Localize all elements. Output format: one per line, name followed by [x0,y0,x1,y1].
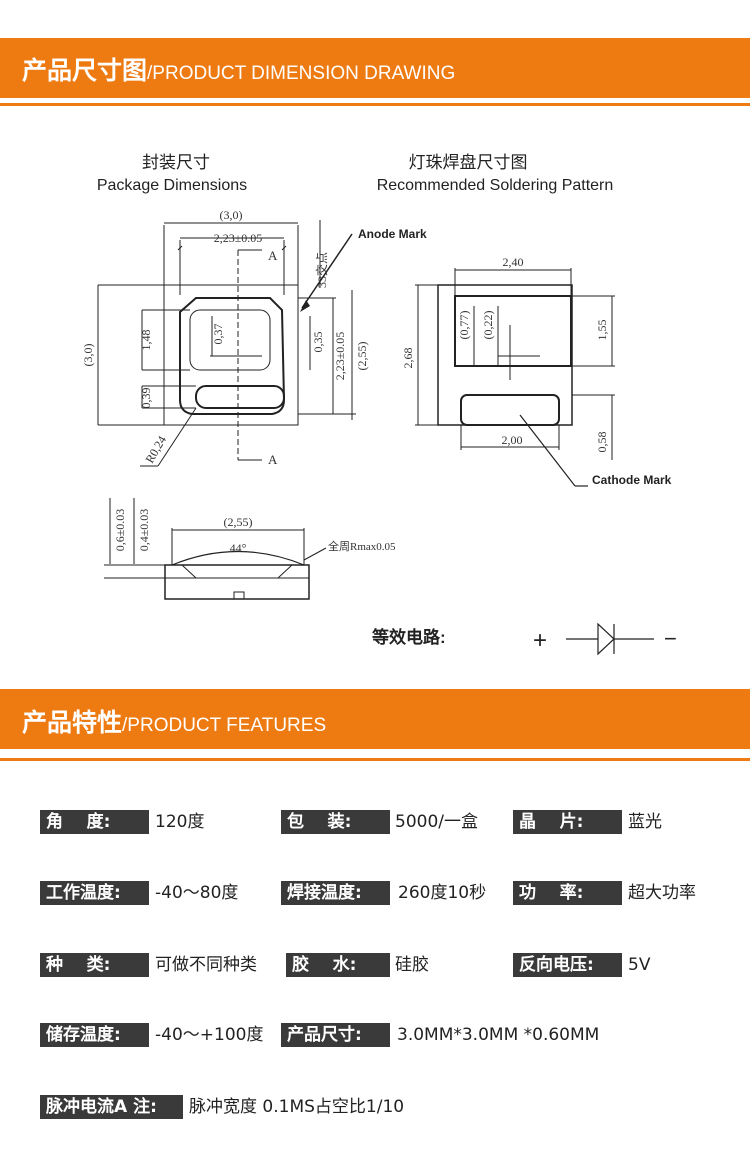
feature-value: 硅胶 [395,955,429,975]
dim-p058: 0,58 [595,432,609,453]
side-dim-labels: 0,6±0.03 0,4±0.03 (2,55) 44° 全周Rmax0.05 [113,509,396,555]
dim-corner-note: 33交点 [314,252,329,288]
dim-148: 1,48 [139,330,153,351]
anode-mark-label: Anode Mark [358,227,427,241]
features-banner-line [0,758,750,761]
dim-039: 0,39 [139,388,153,409]
package-dim-labels: (3,0) 2,23±0.05 A A 33交点 (3,0) 1,48 0,39… [81,208,369,467]
feature-label: 反向电压: [513,953,622,977]
feature-label: 工作温度: [40,881,149,905]
dim-035: 0,35 [311,332,325,353]
dim-p268: 2,68 [401,348,415,369]
package-top-view [97,220,356,467]
feature-value: 3.0MM*3.0MM *0.60MM [397,1025,600,1045]
dim-inner-width: 2,23±0.05 [214,231,263,245]
feature-label: 功 率: [513,881,622,905]
features-section-title: 产品特性/PRODUCT FEATURES [22,703,326,739]
feature-value: 超大功率 [628,883,696,903]
dim-section-a-bottom: A [268,452,278,467]
dimension-banner-line [0,103,750,106]
dim-037: 0,37 [211,324,225,345]
solder-pattern [415,268,615,487]
dimension-drawing: 封装尺寸 Package Dimensions 灯珠焊盘尺寸图 Recommen… [81,153,677,656]
feature-label: 焊接温度: [281,881,390,905]
dim-255: (2,55) [355,342,369,371]
dim-p200: 2,00 [502,433,523,447]
feature-value: 脉冲宽度 0.1MS占空比1/10 [189,1097,405,1117]
feature-label: 种 类: [40,953,149,977]
feature-label: 晶 片: [513,810,622,834]
features-title-en: PRODUCT FEATURES [127,715,327,736]
dim-s-width: (2,55) [224,515,253,529]
pattern-dim-labels: 2,40 (0,77) (0,22) 1,55 2,68 2,00 0,58 [401,255,609,453]
features-title-cn: 产品特性 [22,708,123,737]
cathode-mark-label: Cathode Mark [592,473,672,487]
dim-s-body: 0,4±0.03 [137,509,151,552]
dim-p155: 1,55 [595,320,609,341]
dimension-title-en: PRODUCT DIMENSION DRAWING [152,63,456,84]
feature-value: -40～80度 [155,883,239,903]
feature-value: 5000/一盒 [395,812,478,832]
circuit-label: 等效电路: [372,627,446,647]
feature-value: -40～+100度 [155,1025,264,1045]
feature-label: 角 度: [40,810,149,834]
feature-value: 260度10秒 [398,883,487,903]
package-title-cn: 封装尺寸 [142,153,210,172]
features-banner [0,689,750,749]
dimension-section-title: 产品尺寸图/PRODUCT DIMENSION DRAWING [22,51,455,87]
feature-value: 蓝光 [628,812,662,832]
circuit-plus: + [533,627,547,654]
dimension-title-sep: / [147,63,153,84]
dim-radius: R0,24 [142,433,169,465]
dimension-title-cn: 产品尺寸图 [22,56,148,85]
feature-label: 储存温度: [40,1023,149,1047]
dim-p022: (0,22) [481,311,495,340]
dim-s-total: 0,6±0.03 [113,509,127,552]
feature-label: 胶 水: [286,953,390,977]
dim-p240: 2,40 [503,255,524,269]
feature-label: 脉冲电流A 注: [40,1095,183,1119]
feature-value: 5V [628,955,651,975]
features-title-sep: / [122,715,128,736]
anode-mark-arrow [300,300,310,312]
pattern-title-cn: 灯珠焊盘尺寸图 [409,153,528,172]
feature-value: 可做不同种类 [155,955,257,975]
dim-section-a-top: A [268,248,278,263]
dim-height: (3,0) [81,344,95,367]
dim-inner-height: 2,23±0.05 [333,332,347,381]
dim-s-fillet: 全周Rmax0.05 [328,539,396,553]
feature-label: 包 装: [281,810,390,834]
dim-s-angle: 44° [230,541,247,555]
dimension-banner [0,38,750,98]
dim-p077: (0,77) [457,311,471,340]
dim-width: (3,0) [220,208,243,222]
anode-mark-leader [301,233,353,309]
circuit-minus: − [664,626,677,651]
feature-value: 120度 [155,812,205,832]
package-side-view [104,498,327,600]
diode-symbol-icon [566,622,654,656]
feature-label: 产品尺寸: [281,1023,390,1047]
package-title-en: Package Dimensions [97,177,247,194]
pattern-title-en: Recommended Soldering Pattern [377,177,614,194]
